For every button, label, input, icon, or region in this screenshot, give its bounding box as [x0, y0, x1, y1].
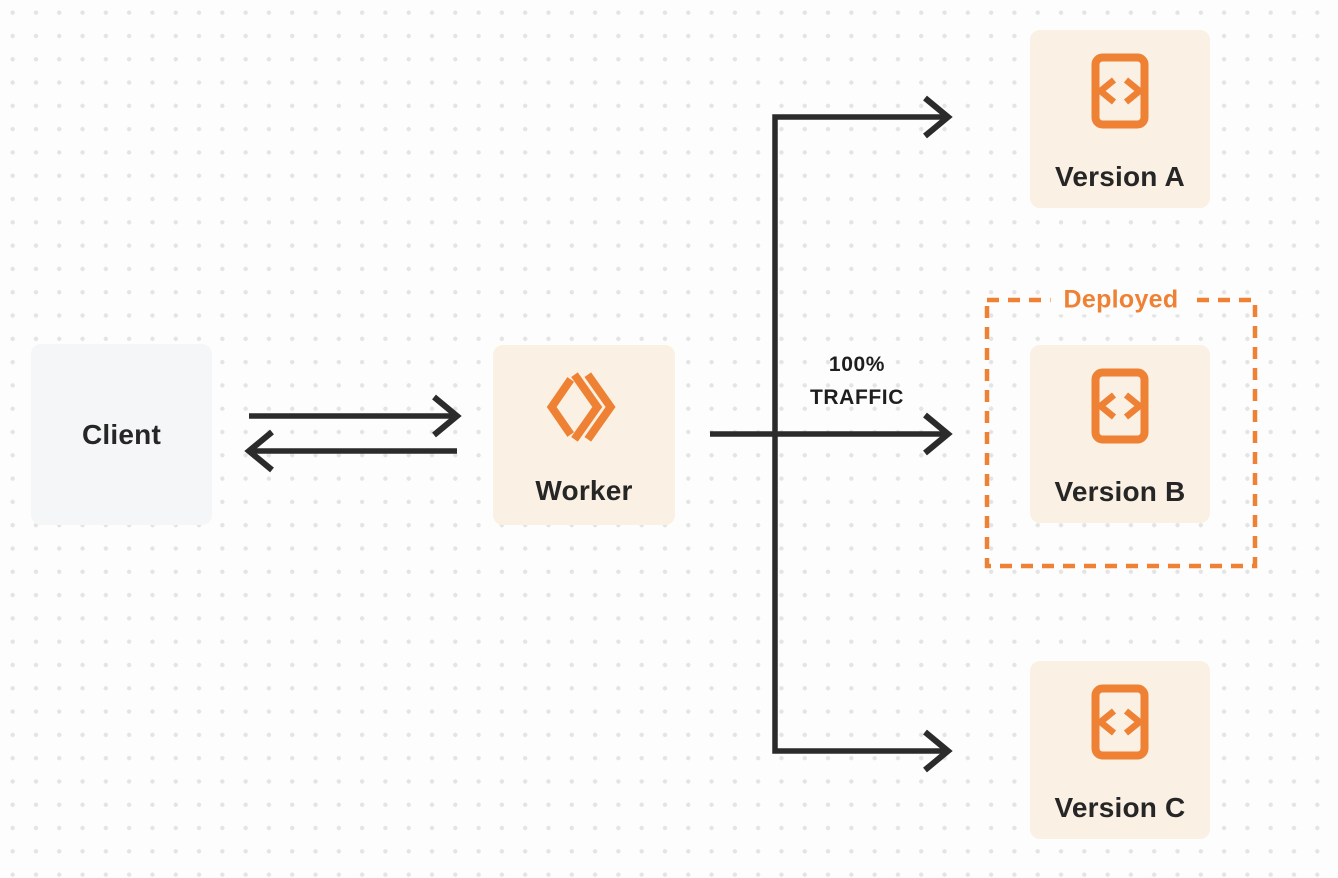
branch-lines — [710, 114, 944, 754]
version-a-label: Version A — [1055, 161, 1185, 192]
client-node: Client — [31, 344, 212, 525]
version-c-label: Version C — [1054, 792, 1186, 823]
version-b-label: Version B — [1054, 476, 1186, 507]
code-file-icon — [1091, 368, 1149, 449]
code-file-icon — [1091, 53, 1149, 134]
traffic-word: TRAFFIC — [809, 386, 905, 409]
traffic-percent: 100% — [828, 353, 886, 376]
version-c-node: Version C — [1030, 661, 1210, 839]
client-label: Client — [82, 418, 161, 450]
workers-logo-icon — [546, 369, 622, 450]
worker-label: Worker — [535, 475, 633, 506]
deployed-tag: Deployed — [1050, 285, 1192, 315]
version-b-node: Version B — [1030, 345, 1210, 523]
code-file-icon — [1091, 684, 1149, 765]
traffic-annotation: 100% TRAFFIC — [810, 348, 904, 414]
worker-node: Worker — [493, 345, 675, 525]
branch-arrowheads — [923, 95, 953, 773]
version-a-node: Version A — [1030, 30, 1210, 208]
response-arrow — [244, 429, 457, 473]
request-arrow — [249, 394, 462, 438]
